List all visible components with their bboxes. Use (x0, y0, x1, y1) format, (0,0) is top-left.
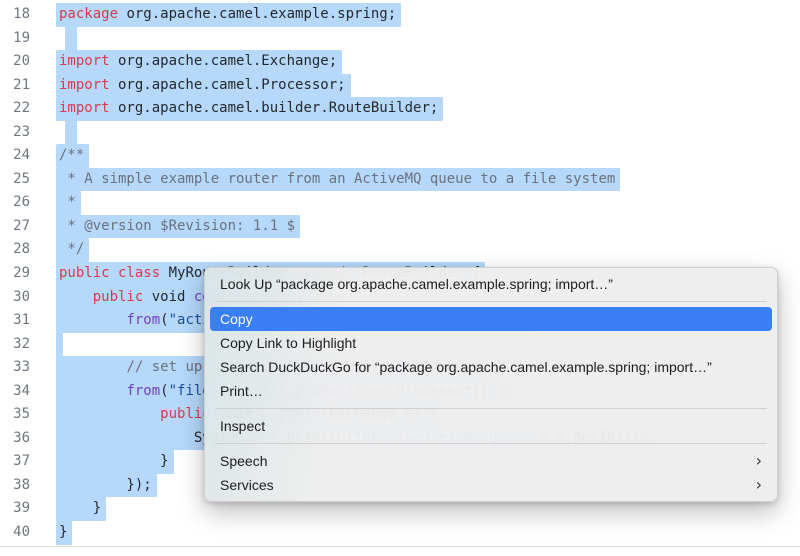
selected-blank-line (65, 26, 77, 51)
code-line: 32 (0, 332, 800, 357)
code-line: 21 import org.apache.camel.Processor; (0, 73, 800, 98)
line-number: 40 (13, 524, 30, 541)
line-number: 19 (13, 29, 30, 46)
selected-text: package org.apache.camel.example.spring; (56, 3, 402, 27)
selection-gap (56, 332, 213, 357)
context-menu: Look Up “package org.apache.camel.exampl… (204, 267, 778, 502)
code-text[interactable]: } (56, 497, 107, 522)
menu-item-search-duckduckgo[interactable]: Search DuckDuckGo for “package org.apach… (210, 355, 772, 379)
line-number: 38 (13, 476, 30, 493)
menu-separator (215, 301, 767, 302)
code-text[interactable]: */ (56, 238, 90, 263)
code-text[interactable]: * A simple example router from an Active… (56, 167, 621, 192)
selected-blank-line (65, 120, 77, 145)
menu-item-label: Copy (220, 311, 253, 327)
line-number: 24 (13, 147, 30, 164)
code-line: 38 }); (0, 473, 800, 498)
line-number: 25 (13, 170, 30, 187)
menu-item-label: Search DuckDuckGo for “package org.apach… (220, 359, 712, 375)
menu-item-services[interactable]: Services › (210, 473, 772, 497)
menu-item-label: Inspect (220, 418, 266, 434)
code-line: 27 * @version $Revision: 1.1 $ (0, 214, 800, 239)
code-text[interactable]: /** (56, 144, 90, 168)
menu-item-label: Copy Link to Highlight (220, 335, 357, 351)
selected-text: } (56, 497, 107, 522)
menu-item-speech[interactable]: Speech › (210, 449, 772, 473)
code-text[interactable]: } (56, 521, 73, 545)
line-number: 21 (13, 76, 30, 93)
menu-item-label: Look Up “package org.apache.camel.exampl… (220, 276, 613, 292)
code-line: 19 (0, 26, 800, 51)
selected-text: /** (56, 144, 90, 168)
code-line: 24 /** (0, 144, 800, 168)
menu-separator (215, 443, 767, 444)
menu-item-inspect[interactable]: Inspect (210, 414, 772, 438)
selected-text: import org.apache.camel.Exchange; (56, 50, 343, 74)
menu-item-label: Speech (220, 453, 268, 469)
line-number: 31 (13, 312, 30, 329)
menu-item-print[interactable]: Print… (210, 379, 772, 403)
line-number: 34 (13, 382, 30, 399)
code-line: 40} (0, 521, 800, 545)
selected-text: * A simple example router from an Active… (56, 167, 621, 192)
line-number: 23 (13, 123, 30, 140)
chevron-right-icon: › (755, 475, 762, 494)
selected-text: * (56, 191, 81, 215)
code-line: 25 * A simple example router from an Act… (0, 167, 800, 192)
code-text[interactable] (59, 120, 77, 145)
line-number: 22 (13, 100, 30, 117)
code-line: 22 import org.apache.camel.builder.RouteB… (0, 97, 800, 121)
line-number: 32 (13, 335, 30, 352)
line-number: 30 (13, 288, 30, 305)
menu-item-copy[interactable]: Copy (210, 307, 772, 331)
code-line: 39 } (0, 497, 800, 522)
chevron-right-icon: › (755, 451, 762, 470)
line-number: 33 (13, 359, 30, 376)
line-number: 28 (13, 241, 30, 258)
line-number: 35 (13, 406, 30, 423)
selected-text: */ (56, 238, 90, 263)
code-text[interactable]: } (56, 450, 174, 474)
selected-text: import org.apache.camel.builder.RouteBui… (56, 97, 444, 121)
section-divider (0, 546, 800, 547)
line-number: 26 (13, 194, 30, 211)
line-number: 20 (13, 53, 30, 70)
code-text[interactable]: }); (56, 473, 157, 498)
code-text[interactable]: package org.apache.camel.example.spring; (56, 3, 402, 27)
code-text[interactable]: import org.apache.camel.Exchange; (56, 50, 343, 74)
line-number: 27 (13, 217, 30, 234)
code-text[interactable]: * @version $Revision: 1.1 $ (56, 214, 301, 239)
selected-text: * @version $Revision: 1.1 $ (56, 214, 301, 239)
menu-separator (215, 408, 767, 409)
line-number: 39 (13, 500, 30, 517)
selected-text: } (56, 521, 73, 545)
code-line: 28 */ (0, 238, 800, 263)
selected-text: } (56, 450, 174, 474)
line-number: 37 (13, 453, 30, 470)
line-number: 36 (13, 429, 30, 446)
selected-text: import org.apache.camel.Processor; (56, 73, 351, 98)
code-text[interactable]: import org.apache.camel.builder.RouteBui… (56, 97, 444, 121)
code-text[interactable]: import org.apache.camel.Processor; (56, 73, 351, 98)
code-text[interactable] (59, 26, 77, 51)
code-line: 18 package org.apache.camel.example.sprin… (0, 3, 800, 27)
code-line: 26 * (0, 191, 800, 215)
code-text[interactable]: * (56, 191, 81, 215)
menu-item-copy-link-to-highlight[interactable]: Copy Link to Highlight (210, 331, 772, 355)
line-number: 29 (13, 265, 30, 282)
code-text[interactable] (56, 332, 213, 357)
code-line: 20 import org.apache.camel.Exchange; (0, 50, 800, 74)
code-line: 23 (0, 120, 800, 145)
menu-item-look-up[interactable]: Look Up “package org.apache.camel.exampl… (210, 272, 772, 296)
code-line: 37 } (0, 450, 800, 474)
menu-item-label: Print… (220, 383, 263, 399)
line-number: 18 (13, 6, 30, 22)
selected-text: }); (56, 473, 157, 498)
menu-item-label: Services (220, 477, 274, 493)
